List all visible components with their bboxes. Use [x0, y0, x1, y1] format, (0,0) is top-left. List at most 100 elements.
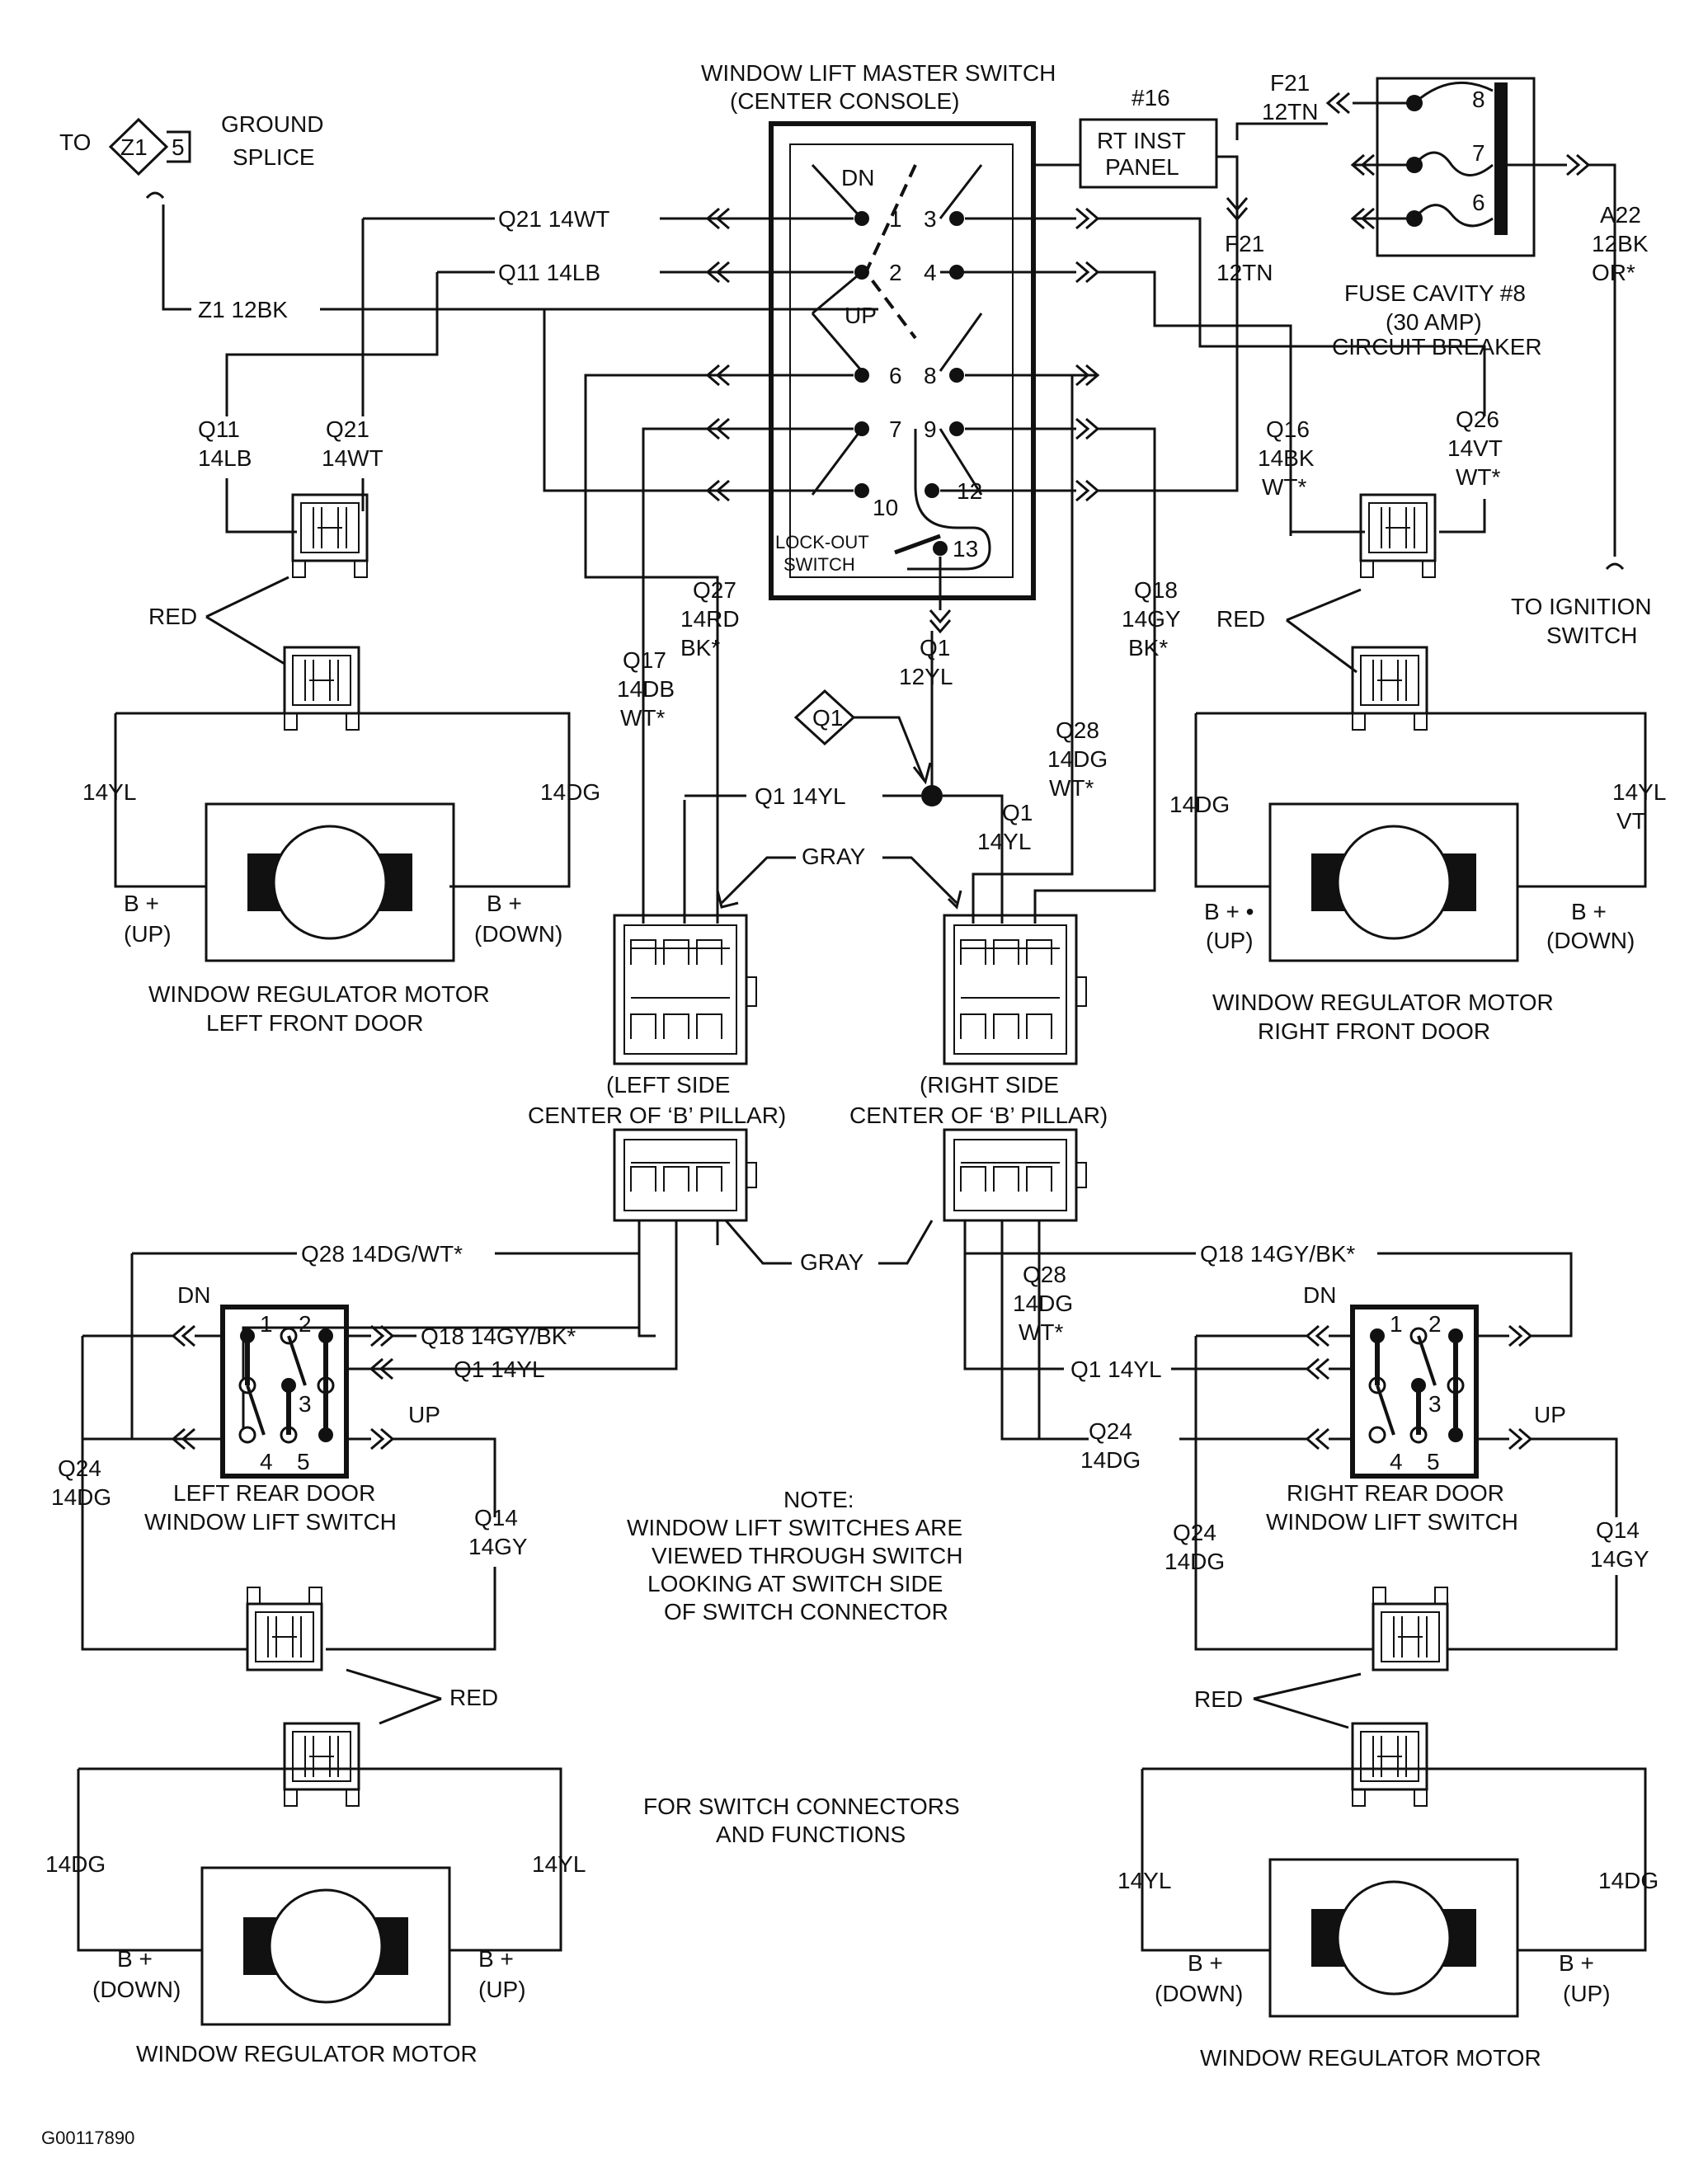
- rf-red-label: RED: [1216, 606, 1265, 632]
- fuse-label-2: (30 AMP): [1386, 309, 1482, 335]
- rr-q24b-label-2: 14DG: [1165, 1549, 1225, 1574]
- rr-q24-label-1: Q24: [1089, 1418, 1132, 1444]
- q1-splice-label: Q1: [812, 705, 843, 731]
- rt-inst-panel: #16 RT INST PANEL F21 12TN: [1079, 85, 1273, 285]
- figure-id: G00117890: [41, 2128, 134, 2148]
- q27-label-1: Q27: [693, 577, 736, 603]
- panel-num: #16: [1132, 85, 1170, 110]
- rr-q24b-label-1: Q24: [1173, 1520, 1216, 1545]
- master-pins: 1 2 3 4 6 8 7 9 10 12 13: [854, 206, 982, 562]
- q21-wire-label: Q21 14WT: [498, 206, 609, 232]
- center-wiring: Q27 14RD BK* Q17 14DB WT* Q1 12YL Q1 Q1 …: [617, 577, 1181, 924]
- pillar-connectors: (LEFT SIDE CENTER OF ‘B’ PILLAR) (RIGHT …: [242, 914, 1108, 1441]
- lr-motor-title: WINDOW REGULATOR MOTOR: [136, 2041, 478, 2067]
- lr-q28-label: Q28 14DG/WT*: [301, 1241, 463, 1267]
- q26-label-1: Q26: [1456, 407, 1499, 432]
- ground-to-label: TO: [59, 129, 91, 155]
- rr-q14-label-1: Q14: [1596, 1517, 1640, 1543]
- svg-text:4: 4: [924, 260, 937, 285]
- left-rear-door: Q28 14DG/WT* DN 1 2 3 4 5 Q18 14GY/BK* Q…: [45, 1220, 656, 2067]
- rr-title-2: WINDOW LIFT SWITCH: [1266, 1509, 1518, 1535]
- q11-wire-label: Q11 14LB: [498, 260, 600, 285]
- diamond-icon: [108, 117, 169, 176]
- svg-text:6: 6: [889, 363, 902, 388]
- lf-b2-2: (DOWN): [474, 921, 562, 947]
- lr-dn-label: DN: [177, 1282, 210, 1308]
- rf-wire-2: 14YL: [1612, 779, 1666, 805]
- lr-pin-2: 2: [299, 1311, 312, 1337]
- note-line-5: OF SWITCH CONNECTOR: [664, 1599, 948, 1625]
- rr-pin-5: 5: [1427, 1449, 1440, 1474]
- pillar-right-2: CENTER OF ‘B’ PILLAR): [849, 1103, 1108, 1128]
- svg-text:10: 10: [873, 495, 898, 520]
- rr-b1-2: (DOWN): [1155, 1981, 1243, 2006]
- lf-b1-1: B +: [124, 891, 159, 916]
- svg-text:9: 9: [924, 416, 937, 442]
- lr-motor: [200, 1866, 451, 2026]
- lr-b2-1: B +: [478, 1946, 514, 1972]
- lr-pin-1: 1: [260, 1311, 273, 1337]
- f21-out-1: F21: [1225, 231, 1264, 256]
- lockout-label-1: LOCK-OUT: [775, 532, 869, 552]
- q18-label-3: BK*: [1128, 635, 1168, 661]
- rr-q24-label-2: 14DG: [1080, 1447, 1141, 1473]
- q17-label-2: 14DB: [617, 676, 675, 702]
- lf-wire-2: 14DG: [540, 779, 600, 805]
- ref-line-2: AND FUNCTIONS: [716, 1822, 906, 1847]
- rr-b2-1: B +: [1559, 1950, 1594, 1976]
- q16-label-3: WT*: [1262, 474, 1307, 500]
- rf-b1-2: (UP): [1206, 928, 1254, 953]
- q21-label-1: Q21: [326, 416, 369, 442]
- q1-label-2: 12YL: [899, 664, 953, 689]
- rr-b2-2: (UP): [1563, 1981, 1611, 2006]
- fuse-pin-7: 7: [1472, 140, 1485, 166]
- ground-label-1: GROUND: [221, 111, 323, 137]
- fuse-pin-8: 8: [1472, 87, 1485, 112]
- break-icon: [145, 191, 165, 200]
- svg-text:8: 8: [924, 363, 937, 388]
- lf-title-1: WINDOW REGULATOR MOTOR: [148, 981, 490, 1007]
- q28-label-2: 14DG: [1047, 746, 1108, 772]
- rr-pin-3: 3: [1428, 1391, 1442, 1417]
- lr-b1-1: B +: [117, 1946, 153, 1972]
- rr-dn-label: DN: [1303, 1282, 1336, 1308]
- rr-pin-2: 2: [1428, 1311, 1442, 1337]
- a22-label-3: OR*: [1592, 260, 1635, 285]
- rr-motor-title: WINDOW REGULATOR MOTOR: [1200, 2045, 1541, 2071]
- q28-label-1: Q28: [1056, 717, 1099, 743]
- lr-q1-label: Q1 14YL: [454, 1357, 545, 1382]
- gray-lower-label: GRAY: [800, 1249, 864, 1275]
- left-front-door: Q11 14LB Q21 14WT RED 14YL 14DG B + (UP)…: [82, 416, 600, 1036]
- rr-q1-label: Q1 14YL: [1070, 1357, 1162, 1382]
- ref-line-1: FOR SWITCH CONNECTORS: [643, 1794, 960, 1819]
- rr-q18-label: Q18 14GY/BK*: [1200, 1241, 1355, 1267]
- lf-title-2: LEFT FRONT DOOR: [206, 1010, 423, 1036]
- fuse-label-1: FUSE CAVITY #8: [1344, 280, 1526, 306]
- f21-in-2: 12TN: [1262, 99, 1318, 125]
- lr-q14-label-2: 14GY: [468, 1534, 528, 1559]
- rr-q14-label-2: 14GY: [1590, 1546, 1649, 1572]
- panel-line-1: RT INST: [1097, 128, 1186, 153]
- master-dn-label: DN: [841, 165, 874, 190]
- note-line-3: VIEWED THROUGH SWITCH: [652, 1543, 962, 1568]
- lf-b1-2: (UP): [124, 921, 172, 947]
- rf-b2-2: (DOWN): [1546, 928, 1635, 953]
- q16-label-1: Q16: [1266, 416, 1310, 442]
- fuse-cavity: F21 12TN 8 7 6 A22 12BK OR* FUSE CAVITY …: [1235, 70, 1652, 648]
- svg-text:3: 3: [924, 206, 937, 232]
- lr-wire-2: 14YL: [532, 1851, 586, 1877]
- lr-b2-2: (UP): [478, 1977, 526, 2002]
- pillar-right-1: (RIGHT SIDE: [920, 1072, 1059, 1098]
- rf-b1-1: B + •: [1204, 899, 1254, 924]
- svg-text:1: 1: [889, 206, 902, 232]
- rr-q28-label-2: 14DG: [1013, 1291, 1073, 1316]
- lr-q14-label-1: Q14: [474, 1505, 518, 1530]
- master-left-wiring: Q21 14WT Q11 14LB: [225, 206, 854, 800]
- f21-out-2: 12TN: [1216, 260, 1273, 285]
- panel-line-2: PANEL: [1105, 154, 1179, 180]
- svg-text:13: 13: [953, 536, 978, 562]
- rr-wire-1: 14YL: [1117, 1868, 1171, 1893]
- rr-up-label: UP: [1534, 1402, 1566, 1427]
- lockout-label-2: SWITCH: [783, 554, 855, 575]
